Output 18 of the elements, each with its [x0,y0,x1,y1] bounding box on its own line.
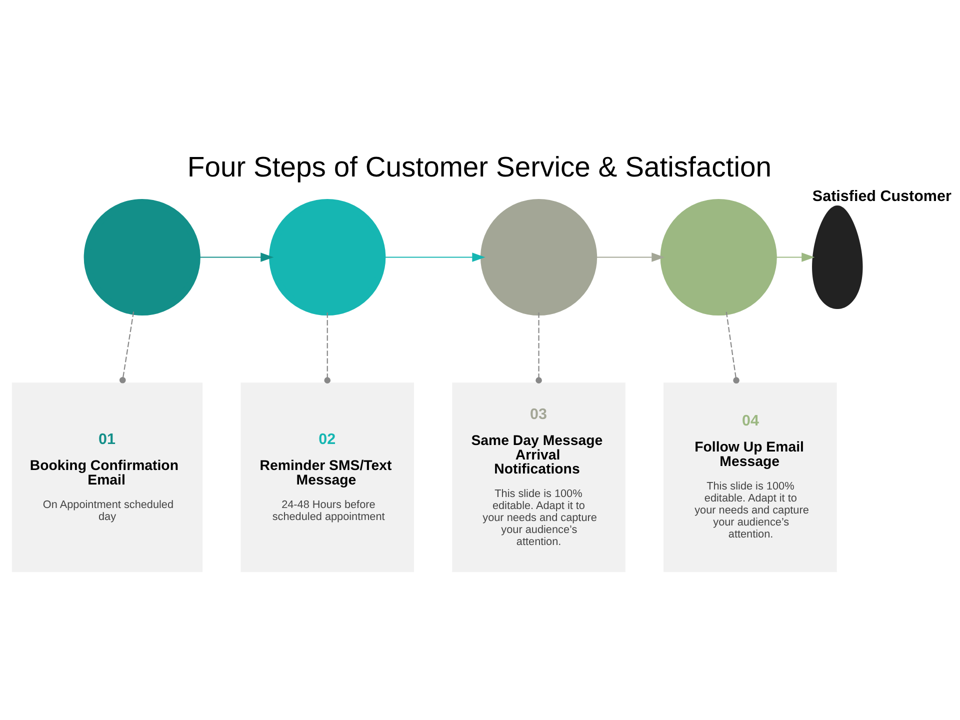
arrow [382,252,486,262]
connector [536,312,542,383]
node-person [812,204,863,308]
arrow [774,252,815,262]
node-box: 01 Booking Confirmation Email On Appointment scheduled day [12,382,203,572]
connector [726,311,740,383]
node-box: 02 Reminder SMS/Text Message 24-48 Hours before scheduled appointment [240,382,414,572]
node-label: Satisfied Customer [812,187,952,204]
connector [324,312,331,383]
node-circle [269,198,386,316]
connector [119,311,134,383]
node-box: 03 Same Day Message Arrival Notifications This slide is 100% editable. Adapt it to your needs and capture your audience’s attention. [452,382,626,572]
node-circle [480,198,598,316]
arrow [197,252,274,262]
node-circle [660,198,777,316]
diagram-title: Four Steps of Customer Service & Satisfaction [187,150,772,183]
node-box: 04 Follow Up Email Message This slide is 100% editable. Adapt it to your needs and capture your audience’s attention. [664,382,837,572]
node-circle [84,198,200,316]
